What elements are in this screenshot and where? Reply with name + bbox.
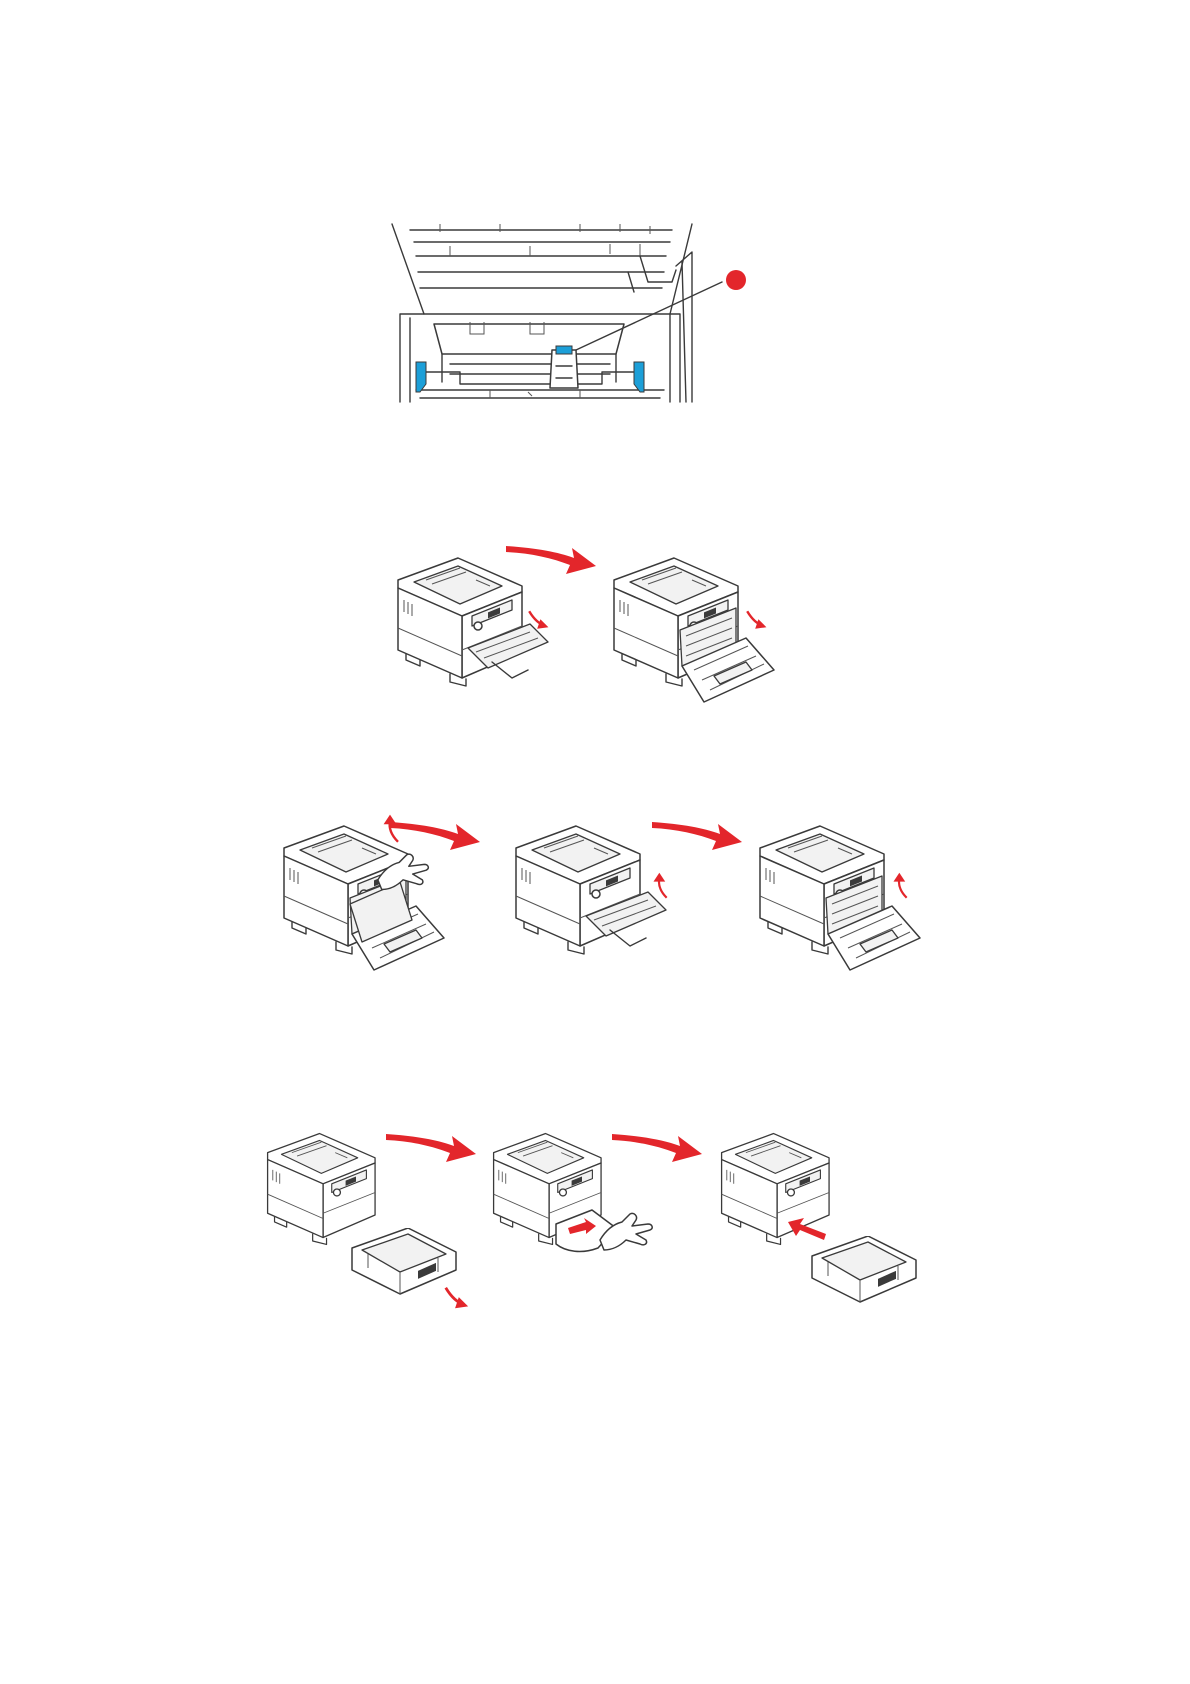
process-arrow-icon-1 <box>386 1134 476 1162</box>
printer-tray-insert-icon <box>722 1134 916 1302</box>
callout-marker-icon <box>726 270 746 290</box>
printer-interior-icon <box>380 222 820 412</box>
printer-front-open-icon <box>760 826 920 970</box>
figure-paper-tray-jam <box>252 1128 932 1318</box>
figure-open-front-cover <box>380 540 820 715</box>
printer-tray-jam-icon <box>494 1134 653 1252</box>
printer-front-open-icon <box>614 558 774 702</box>
figure-remove-paper-close-cover <box>266 812 966 997</box>
printer-paper-removal-icon <box>284 815 444 970</box>
printer-icon <box>516 826 667 954</box>
process-arrow-icon-1 <box>390 822 480 850</box>
printer-icon <box>398 558 548 686</box>
process-arrow-icon <box>506 546 596 574</box>
figure-printer-interior <box>380 222 820 412</box>
process-arrow-icon-2 <box>612 1134 702 1162</box>
printer-tray-out-icon <box>268 1134 469 1309</box>
process-arrow-icon-2 <box>652 822 742 850</box>
